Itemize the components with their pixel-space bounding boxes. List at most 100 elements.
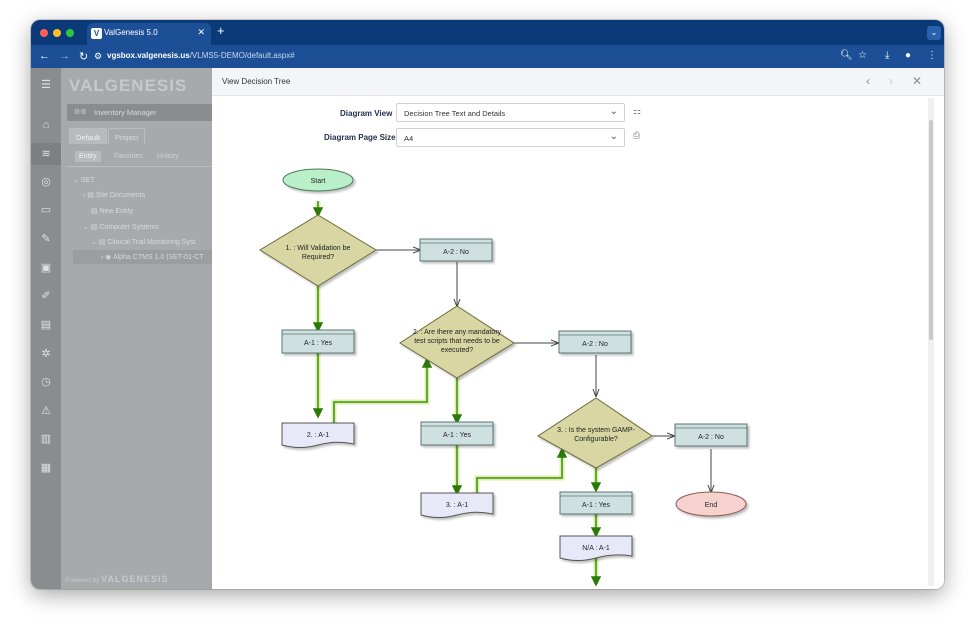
layers-icon[interactable]: ≋ — [41, 148, 51, 160]
settings-gear-icon[interactable]: ✲ — [41, 348, 51, 360]
minimize-window-dot[interactable] — [53, 29, 61, 37]
vertical-scrollbar[interactable] — [928, 98, 934, 586]
valgenesis-logo: VALGENESIS — [69, 76, 188, 95]
back-arrow-icon[interactable]: ← — [39, 50, 50, 62]
diagram-layout-icon[interactable]: ⚏ — [633, 106, 642, 116]
download-icon[interactable]: ⤓ — [885, 50, 890, 61]
tab-search-chevron-icon[interactable]: ⌄ — [927, 26, 941, 40]
bookmark-star-icon[interactable]: ☆ — [858, 50, 867, 61]
reload-icon[interactable]: ↻ — [79, 51, 89, 63]
subtab-entity[interactable]: Entity — [75, 151, 101, 162]
decision-3[interactable] — [537, 397, 653, 469]
inventory-icon: ⚙⚙ — [74, 109, 87, 116]
tree-node-set[interactable]: ⌄ SET — [73, 177, 95, 184]
panel-title: View Decision Tree — [222, 77, 291, 86]
close-panel-icon[interactable]: ✕ — [912, 74, 923, 88]
end-label: End — [705, 502, 718, 509]
decision-2-line2: test scripts that needs to be — [414, 338, 500, 345]
answer-q3-yes[interactable] — [559, 491, 633, 515]
answer-q3-yes-label: A-1 : Yes — [582, 502, 611, 509]
tab-default[interactable]: Default — [69, 128, 107, 144]
subtab-favorites[interactable]: Favorites — [114, 153, 143, 160]
inventory-manager-button[interactable]: ⚙⚙ Inventory Manager — [67, 104, 212, 121]
tree-node-label: SET — [80, 177, 95, 184]
scrollbar-thumb[interactable] — [929, 120, 933, 340]
report-icon[interactable]: ▥ — [40, 433, 52, 445]
document-q1[interactable] — [281, 422, 355, 448]
answer-q1-yes-label: A-1 : Yes — [304, 340, 333, 347]
page-size-select[interactable]: A4 ⌄ — [396, 128, 625, 147]
pen-icon[interactable]: ✐ — [41, 290, 51, 302]
tab-project[interactable]: Project — [108, 128, 146, 144]
subtab-history[interactable]: History — [157, 153, 179, 160]
close-window-dot[interactable] — [40, 29, 48, 37]
forward-arrow-icon[interactable]: → — [59, 50, 70, 62]
decision-1[interactable] — [259, 214, 377, 287]
rail-active-highlight — [31, 143, 61, 165]
answer-q1-no[interactable] — [419, 238, 493, 262]
previous-chevron-icon[interactable]: ‹ — [866, 74, 870, 88]
inventory-side-panel: VALGENESIS ⚙⚙ Inventory Manager Default … — [61, 68, 212, 589]
answer-q1-yes[interactable] — [281, 329, 355, 354]
end-node[interactable] — [675, 491, 747, 517]
tree-node-label: Alpha CTMS 1.0 (SET-01-CT — [112, 254, 204, 261]
answer-q2-no[interactable] — [558, 330, 632, 354]
decision-3-line1: 3. : Is the system GAMP- — [557, 427, 635, 434]
document-q2[interactable] — [420, 492, 494, 518]
document-q3-label: N/A : A-1 — [582, 545, 610, 552]
browser-menu-icon[interactable]: ⋮ — [927, 50, 937, 61]
yes-connectors — [312, 201, 602, 587]
decision-tree-panel: View Decision Tree ‹ › ✕ Diagram View De… — [212, 68, 944, 589]
home-icon[interactable]: ⌂ — [42, 119, 50, 131]
tree-node-alpha-ctms[interactable]: › ◉ Alpha CTMS 1.0 (SET-01-CT — [101, 254, 204, 261]
decision-1-line2: Required? — [302, 254, 334, 261]
tree-node-label: New Entity — [99, 208, 134, 215]
start-node[interactable] — [282, 168, 354, 192]
edit-document-icon[interactable]: ✎ — [41, 233, 51, 245]
powered-by-brand: VALGENESIS — [101, 574, 169, 584]
url-field[interactable]: vgsbox.valgenesis.us/VLMS5-DEMO/default.… — [107, 51, 295, 60]
hamburger-menu-icon[interactable]: ☰ — [41, 79, 51, 91]
valgenesis-favicon-icon: V — [91, 28, 102, 39]
diagram-page-size-label: Diagram Page Size — [324, 133, 396, 142]
document-q3[interactable] — [559, 535, 633, 561]
tree-node-label: Computer Systems — [99, 224, 159, 231]
start-label: Start — [311, 178, 326, 185]
print-icon[interactable]: ⎙ — [633, 130, 641, 140]
url-path: /VLMS5-DEMO/default.aspx# — [189, 51, 295, 60]
new-tab-icon[interactable]: + — [217, 23, 225, 38]
browser-tab[interactable]: V ValGenesis 5.0 ✕ — [87, 23, 211, 45]
diagram-view-label: Diagram View — [340, 109, 393, 118]
answer-q3-no[interactable] — [674, 423, 748, 447]
tree-node-label: Clinical Trial Monitoring Syst — [107, 239, 196, 246]
diagram-view-select[interactable]: Decision Tree Text and Details ⌄ — [396, 103, 625, 122]
user-circle-icon[interactable]: ◎ — [41, 176, 51, 188]
tree-node-label: Site Documents — [95, 192, 146, 199]
browser-window: V ValGenesis 5.0 ✕ + ⌄ ← → ↻ ⚙ vgsbox.va… — [31, 20, 944, 589]
image-doc-icon[interactable]: ▤ — [40, 319, 52, 331]
monitor-icon[interactable]: ▭ — [40, 204, 52, 216]
clock-settings-icon[interactable]: ◷ — [41, 376, 51, 388]
tree-node-site-documents[interactable]: › ▤ Site Documents — [83, 192, 146, 199]
site-settings-icon[interactable]: ⚙ — [94, 51, 103, 61]
profile-icon[interactable]: ● — [905, 50, 912, 61]
answer-q2-no-label: A-2 : No — [582, 341, 608, 348]
tree-node-new-entity[interactable]: ▤ New Entity — [91, 208, 134, 215]
decision-2[interactable] — [399, 305, 515, 379]
next-chevron-icon[interactable]: › — [889, 74, 893, 88]
briefcase-icon[interactable]: ▣ — [40, 262, 52, 274]
tab-close-icon[interactable]: ✕ — [197, 27, 205, 37]
maximize-window-dot[interactable] — [66, 29, 74, 37]
answer-q2-yes[interactable] — [420, 421, 494, 446]
document-q2-label: 3. : A-1 — [446, 502, 468, 509]
decision-1-line1: 1. : Will Validation be — [286, 245, 351, 252]
document-q1-label: 2. : A-1 — [307, 432, 329, 439]
tree-node-clinical-trial[interactable]: ⌄ ▤ Clinical Trial Monitoring Syst — [91, 239, 196, 246]
tree-node-computer-systems[interactable]: ⌄ ▤ Computer Systems — [83, 224, 159, 231]
chart-icon[interactable]: ▦ — [40, 462, 52, 474]
warning-icon[interactable]: ⚠ — [41, 405, 51, 417]
app-root: ☰ ⌂ ≋ ◎ ▭ ✎ ▣ ✐ ▤ ✲ ◷ ⚠ ▥ ▦ VALGENESIS ⚙… — [31, 68, 944, 589]
tree-divider — [67, 166, 212, 167]
page-size-value: A4 — [404, 134, 414, 143]
zoom-icon[interactable]: 🔍︎ — [840, 50, 853, 61]
